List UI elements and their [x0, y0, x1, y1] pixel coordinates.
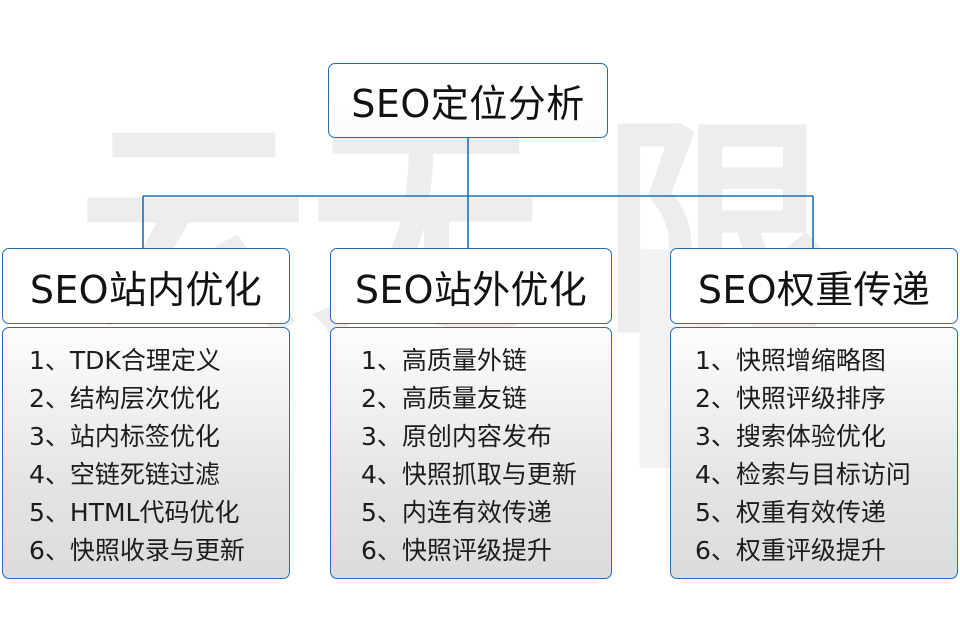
branch-header-1[interactable]: SEO站内优化: [2, 248, 290, 324]
list-item: 3、站内标签优化: [29, 422, 220, 451]
list-item: 1、TDK合理定义: [29, 346, 221, 375]
branch-column-2: SEO站外优化 1、高质量外链 2、高质量友链 3、原创内容发布 4、快照抓取与…: [330, 248, 612, 579]
list-item: 1、高质量外链: [361, 346, 527, 375]
list-item: 6、快照评级提升: [361, 536, 552, 565]
branch-header-label-1: SEO站内优化: [29, 267, 263, 312]
branch-list-1: 1、TDK合理定义 2、结构层次优化 3、站内标签优化 4、空链死链过滤 5、H…: [2, 327, 290, 579]
list-item: 3、原创内容发布: [361, 422, 552, 451]
list-item: 1、快照增缩略图: [695, 346, 886, 375]
branch-header-2[interactable]: SEO站外优化: [330, 248, 612, 324]
branch-header-label-2: SEO站外优化: [354, 267, 588, 312]
root-node-label: SEO定位分析: [351, 82, 585, 126]
branch-list-2: 1、高质量外链 2、高质量友链 3、原创内容发布 4、快照抓取与更新 5、内连有…: [330, 327, 612, 579]
list-item: 2、快照评级排序: [695, 384, 886, 413]
list-item: 4、空链死链过滤: [29, 460, 220, 489]
root-node[interactable]: SEO定位分析: [328, 63, 608, 138]
list-item: 5、HTML代码优化: [29, 498, 240, 527]
branch-header-3[interactable]: SEO权重传递: [670, 248, 958, 324]
list-item: 4、检索与目标访问: [695, 460, 911, 489]
branch-column-3: SEO权重传递 1、快照增缩略图 2、快照评级排序 3、搜索体验优化 4、检索与…: [670, 248, 958, 579]
branch-header-label-3: SEO权重传递: [697, 267, 931, 312]
list-item: 2、高质量友链: [361, 384, 527, 413]
list-item: 6、快照收录与更新: [29, 536, 245, 565]
list-item: 5、权重有效传递: [695, 498, 886, 527]
list-item: 6、权重评级提升: [695, 536, 886, 565]
list-item: 2、结构层次优化: [29, 384, 220, 413]
branch-column-1: SEO站内优化 1、TDK合理定义 2、结构层次优化 3、站内标签优化 4、空链…: [2, 248, 290, 579]
list-item: 5、内连有效传递: [361, 498, 552, 527]
branch-list-3: 1、快照增缩略图 2、快照评级排序 3、搜索体验优化 4、检索与目标访问 5、权…: [670, 327, 958, 579]
list-item: 4、快照抓取与更新: [361, 460, 577, 489]
list-item: 3、搜索体验优化: [695, 422, 886, 451]
